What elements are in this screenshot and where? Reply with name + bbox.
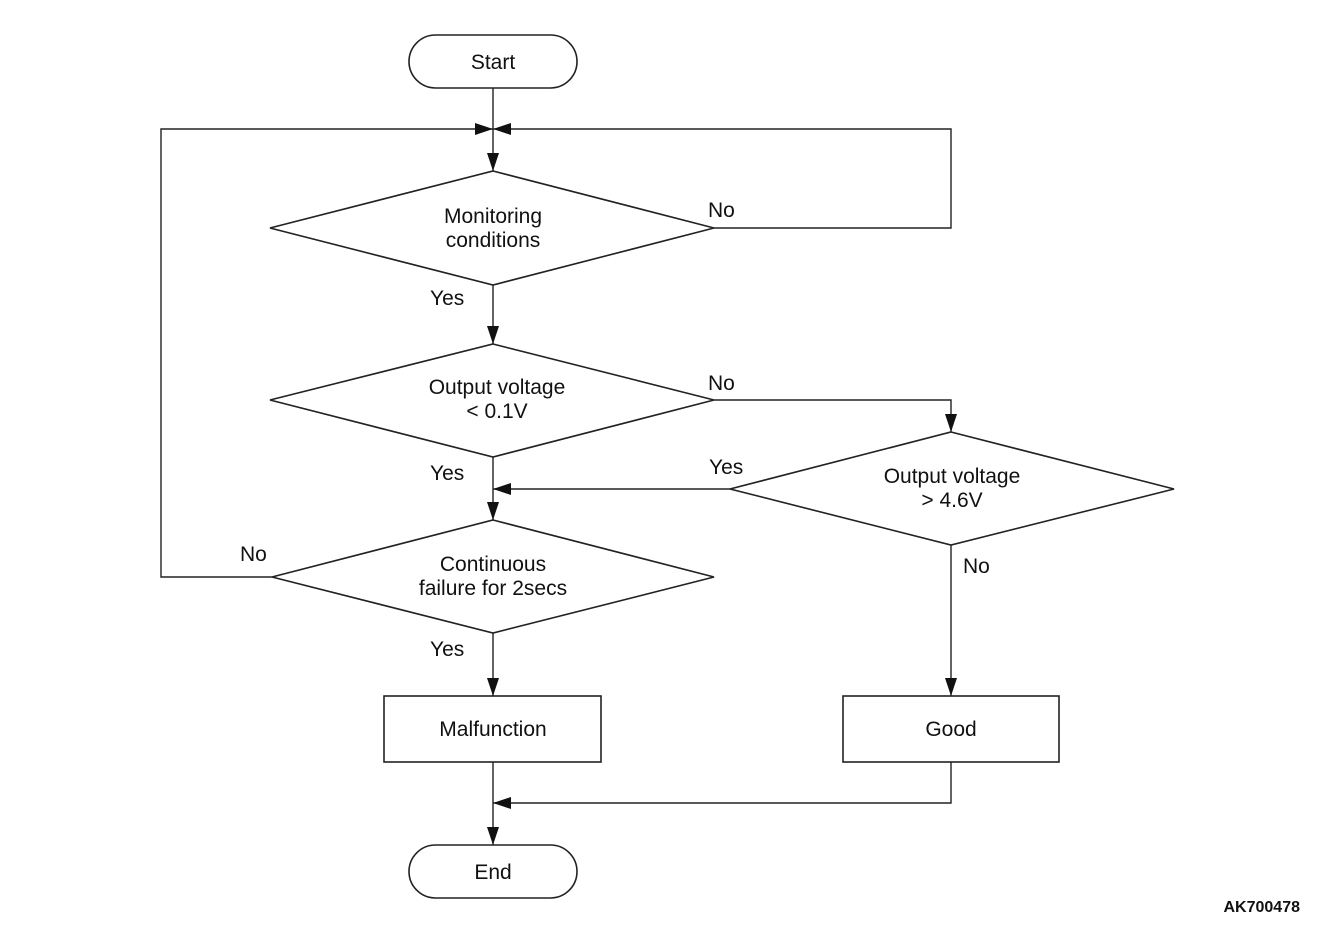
low-voltage-label-line2: < 0.1V	[466, 400, 527, 423]
edge-label-high-no: No	[963, 555, 990, 578]
edge-labels: No Yes No Yes Yes No No Yes	[240, 199, 990, 661]
start-terminator	[408, 34, 578, 89]
edge-label-monitoring-yes: Yes	[430, 287, 464, 310]
arrow-into-low-check	[487, 326, 499, 344]
start-node: Start	[408, 34, 578, 89]
monitoring-label-line1: Monitoring	[444, 205, 542, 228]
arrow-into-good	[945, 678, 957, 696]
arrow-right-loop-merge	[493, 123, 511, 135]
good-label: Good	[925, 718, 976, 741]
edge-label-high-yes: Yes	[709, 456, 743, 479]
edge-label-continuous-yes: Yes	[430, 638, 464, 661]
malfunction-box	[383, 695, 602, 763]
continuous-decision: Continuous failure for 2secs	[271, 519, 715, 634]
arrowheads	[475, 123, 957, 845]
continuous-label-line2: failure for 2secs	[419, 577, 567, 600]
arrow-left-loop-merge	[475, 123, 493, 135]
low-voltage-diamond	[269, 343, 715, 458]
arrow-into-continuous	[487, 502, 499, 520]
arrow-into-high-check	[945, 414, 957, 432]
figure-code: AK700478	[1224, 899, 1301, 916]
edge-label-monitoring-no: No	[708, 199, 735, 222]
good-box	[842, 695, 1060, 763]
line-continuous-no-loop	[160, 128, 493, 578]
high-voltage-label-line2: > 4.6V	[921, 489, 982, 512]
edge-label-continuous-no: No	[240, 543, 267, 566]
high-voltage-diamond	[729, 431, 1175, 546]
arrow-good-merge	[493, 797, 511, 809]
low-voltage-label-line1: Output voltage	[429, 376, 566, 399]
start-label: Start	[471, 51, 516, 74]
end-node: End	[408, 844, 578, 899]
monitoring-decision: Monitoring conditions	[269, 170, 715, 286]
continuous-label-line1: Continuous	[440, 553, 546, 576]
high-voltage-label-line1: Output voltage	[884, 465, 1021, 488]
arrow-into-malfunction	[487, 678, 499, 696]
line-good-to-end	[493, 762, 952, 804]
arrow-high-yes-merge	[493, 483, 511, 495]
line-monitoring-no-loop	[493, 128, 952, 229]
line-low-no	[714, 399, 952, 432]
monitoring-label-line2: conditions	[446, 229, 541, 252]
arrow-into-end	[487, 827, 499, 845]
edge-label-low-yes: Yes	[430, 462, 464, 485]
malfunction-label: Malfunction	[439, 718, 546, 741]
connectors	[160, 88, 952, 845]
continuous-diamond	[271, 519, 715, 634]
end-label: End	[474, 861, 511, 884]
low-voltage-decision: Output voltage < 0.1V	[269, 343, 715, 458]
edge-label-low-no: No	[708, 372, 735, 395]
good-node: Good	[842, 695, 1060, 763]
arrow-into-monitoring	[487, 153, 499, 171]
malfunction-node: Malfunction	[383, 695, 602, 763]
end-terminator	[408, 844, 578, 899]
high-voltage-decision: Output voltage > 4.6V	[729, 431, 1175, 546]
monitoring-diamond	[269, 170, 715, 286]
